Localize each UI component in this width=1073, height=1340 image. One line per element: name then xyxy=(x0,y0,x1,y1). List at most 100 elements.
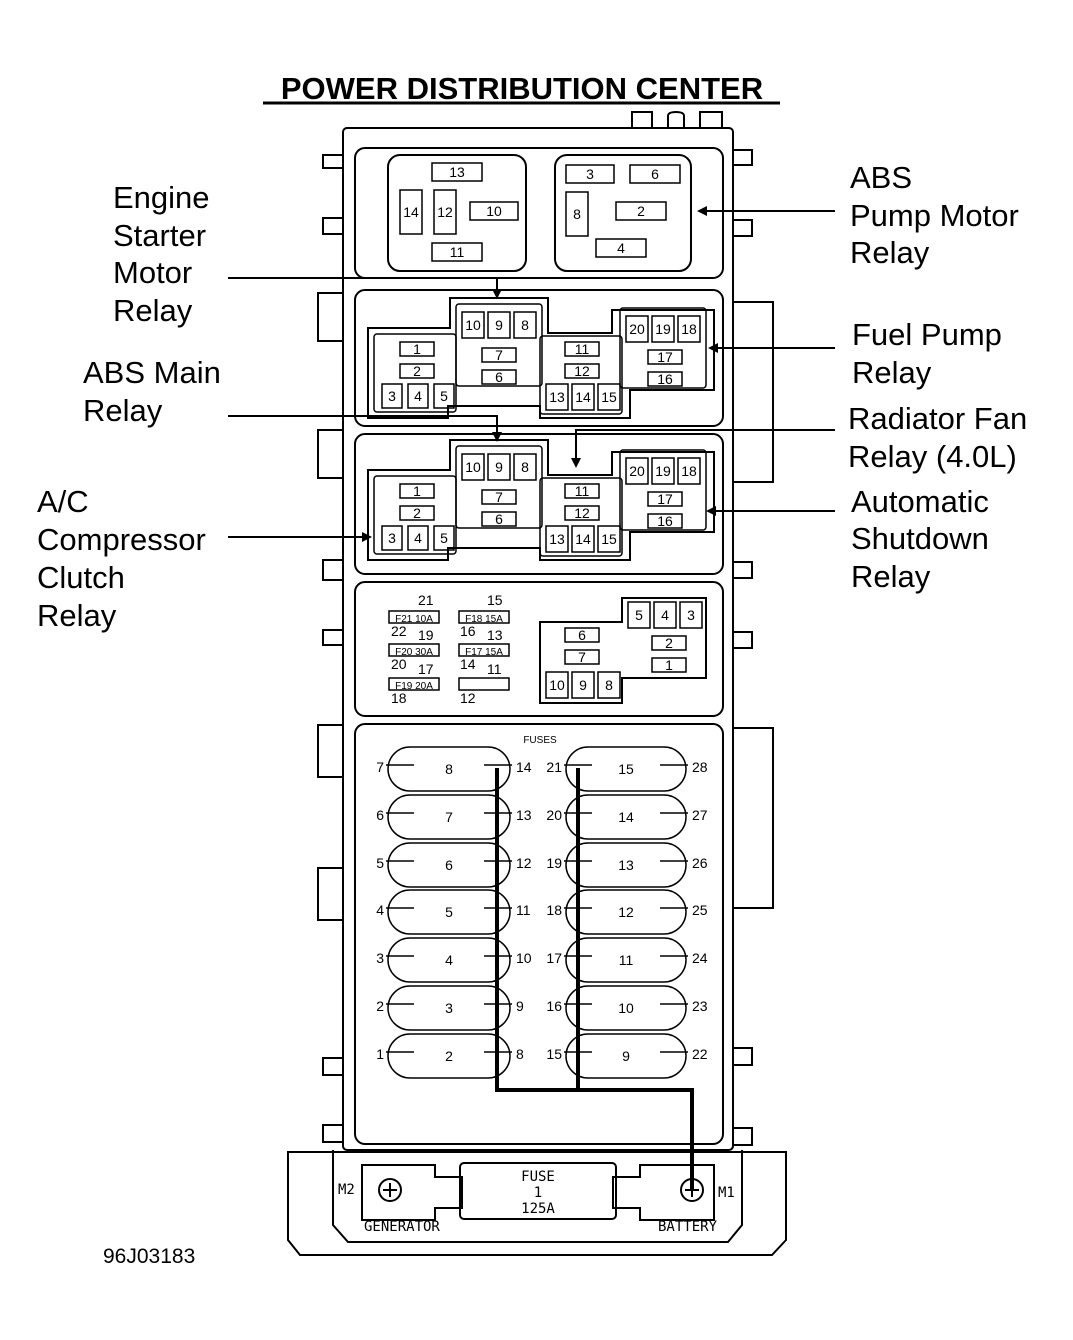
callout-ac-compressor: A/C Compressor Clutch Relay xyxy=(37,484,206,633)
left-fuse-number: 2 xyxy=(445,1048,453,1064)
main-fuse-line-1: FUSE xyxy=(521,1169,555,1185)
top-left-cell-box xyxy=(431,162,483,182)
bank2-center-cell-label: 8 xyxy=(521,459,529,475)
top-tabs xyxy=(631,110,723,128)
small-relay-cell-label: 8 xyxy=(605,677,613,693)
bank2-right-cell-box xyxy=(625,457,649,485)
small-relay-cell-label: 4 xyxy=(661,607,669,623)
mini-fuse-label: F19 20A xyxy=(395,681,433,692)
bank1-right-cell-label: 19 xyxy=(655,321,671,337)
right-fuse-body xyxy=(565,985,687,1031)
bank1-mid-cell-box xyxy=(564,341,600,357)
bank2-right-cell-label: 16 xyxy=(657,513,673,529)
bank1-mid-cell-box xyxy=(597,383,621,411)
bank2-left-cell-label: 2 xyxy=(413,505,421,521)
bank1-mid-cell-label: 11 xyxy=(575,341,590,357)
mini-fuse-label: F20 30A xyxy=(395,647,433,658)
callout-fuel-pump: Fuel Pump Relay xyxy=(852,317,1002,390)
bank1-left-cell-box xyxy=(399,363,435,379)
bank1-left-cell-label: 1 xyxy=(413,341,421,357)
bank2-mid-cell-label: 15 xyxy=(601,531,617,547)
bank2-center-cell-box xyxy=(481,489,517,505)
right-fuse-in-pin: 20 xyxy=(546,807,562,823)
top-left-cell-box xyxy=(433,189,457,235)
left-fuse-out-pin: 9 xyxy=(516,998,524,1014)
top-right-cell-label: 2 xyxy=(637,203,645,219)
bank1-center-housing xyxy=(455,303,543,387)
top-left-cell-label: 12 xyxy=(437,204,453,220)
battery-terminal xyxy=(612,1164,715,1221)
terminal-m1-label: M1 xyxy=(718,1185,735,1201)
svg-text:Shutdown: Shutdown xyxy=(851,521,989,556)
mini-fuse-pin: 19 xyxy=(418,627,434,643)
bank2-right-housing xyxy=(619,449,707,531)
bank1-right-cell-box xyxy=(647,349,683,365)
figure-code: 96J03183 xyxy=(103,1245,195,1268)
svg-text:Compressor: Compressor xyxy=(37,522,206,557)
generator-terminal xyxy=(361,1164,463,1221)
leader-lines xyxy=(228,210,835,538)
small-relay-cell-box xyxy=(651,635,687,651)
top-right-block xyxy=(554,154,692,272)
bank1-mid-cell-box xyxy=(571,383,595,411)
svg-text:Starter: Starter xyxy=(113,218,206,253)
right-fuse-out-pin: 28 xyxy=(692,759,708,775)
bank2-left-cell-box xyxy=(433,525,455,551)
right-fuse-body xyxy=(565,1033,687,1079)
left-fuse-number: 7 xyxy=(445,809,453,825)
housing-inner-4 xyxy=(354,581,724,717)
bank2-center-cell-box xyxy=(461,453,485,481)
small-relay-cell-box xyxy=(564,649,600,665)
small-relay-cell-label: 6 xyxy=(578,627,586,643)
svg-text:ABS Main: ABS Main xyxy=(83,355,221,390)
bank1-right-cell-box xyxy=(647,371,683,387)
left-fuse-out-pin: 10 xyxy=(516,950,532,966)
bank1-left-cell-label: 5 xyxy=(440,388,448,404)
right-fuse-body xyxy=(565,889,687,935)
right-fuse-out-pin: 26 xyxy=(692,855,708,871)
callout-auto-shutdown: Automatic Shutdown Relay xyxy=(851,484,989,594)
svg-text:Relay: Relay xyxy=(37,598,117,633)
left-fuse-in-pin: 7 xyxy=(376,759,384,775)
bank1-center-cell-label: 9 xyxy=(495,317,503,333)
right-fuse-number: 15 xyxy=(618,761,634,777)
callout-radiator-fan: Radiator Fan Relay (4.0L) xyxy=(848,401,1027,474)
mini-fuse-box xyxy=(388,643,440,657)
top-right-cell-box xyxy=(565,191,589,237)
bank2-center-housing xyxy=(455,445,543,529)
mini-fuse-empty-socket xyxy=(458,677,510,691)
small-relay-outline xyxy=(539,597,707,704)
mini-fuse-box xyxy=(458,643,510,657)
bank2-mid-cell-label: 11 xyxy=(575,483,590,499)
svg-text:Relay: Relay xyxy=(850,235,930,270)
mini-fuse-pin: 16 xyxy=(460,623,476,639)
svg-text:Clutch: Clutch xyxy=(37,560,125,595)
small-relay-cell-box xyxy=(571,671,595,699)
svg-text:Engine: Engine xyxy=(113,180,210,215)
right-fuse-number: 10 xyxy=(618,1000,634,1016)
small-relay-cell-box xyxy=(651,657,687,673)
bus-line xyxy=(495,768,694,1190)
right-fuse-in-pin: 17 xyxy=(546,950,562,966)
top-left-cell-box xyxy=(469,201,519,221)
small-relay-cell-box xyxy=(545,671,569,699)
top-right-cell-label: 8 xyxy=(573,206,581,222)
small-relay-cell-label: 5 xyxy=(635,607,643,623)
right-side-clips xyxy=(732,149,774,1146)
mini-fuse-pin: 22 xyxy=(391,623,407,639)
mini-fuse-label: F17 15A xyxy=(465,647,503,658)
svg-text:Radiator Fan: Radiator Fan xyxy=(848,401,1027,436)
mini-fuse-pin: 12 xyxy=(460,690,476,706)
right-fuse-body xyxy=(565,937,687,983)
top-right-cell-box xyxy=(615,201,667,221)
bank1-left-cell-label: 4 xyxy=(414,388,422,404)
mini-fuse-pin: 17 xyxy=(418,661,434,677)
bank2-center-cell-label: 10 xyxy=(465,459,481,475)
left-fuse-in-pin: 4 xyxy=(376,902,384,918)
bank2-left-cell-box xyxy=(407,525,429,551)
bank1-center-cell-box xyxy=(513,311,537,339)
small-relay-cell-label: 9 xyxy=(579,677,587,693)
bank2-mid-cell-box xyxy=(545,525,569,553)
